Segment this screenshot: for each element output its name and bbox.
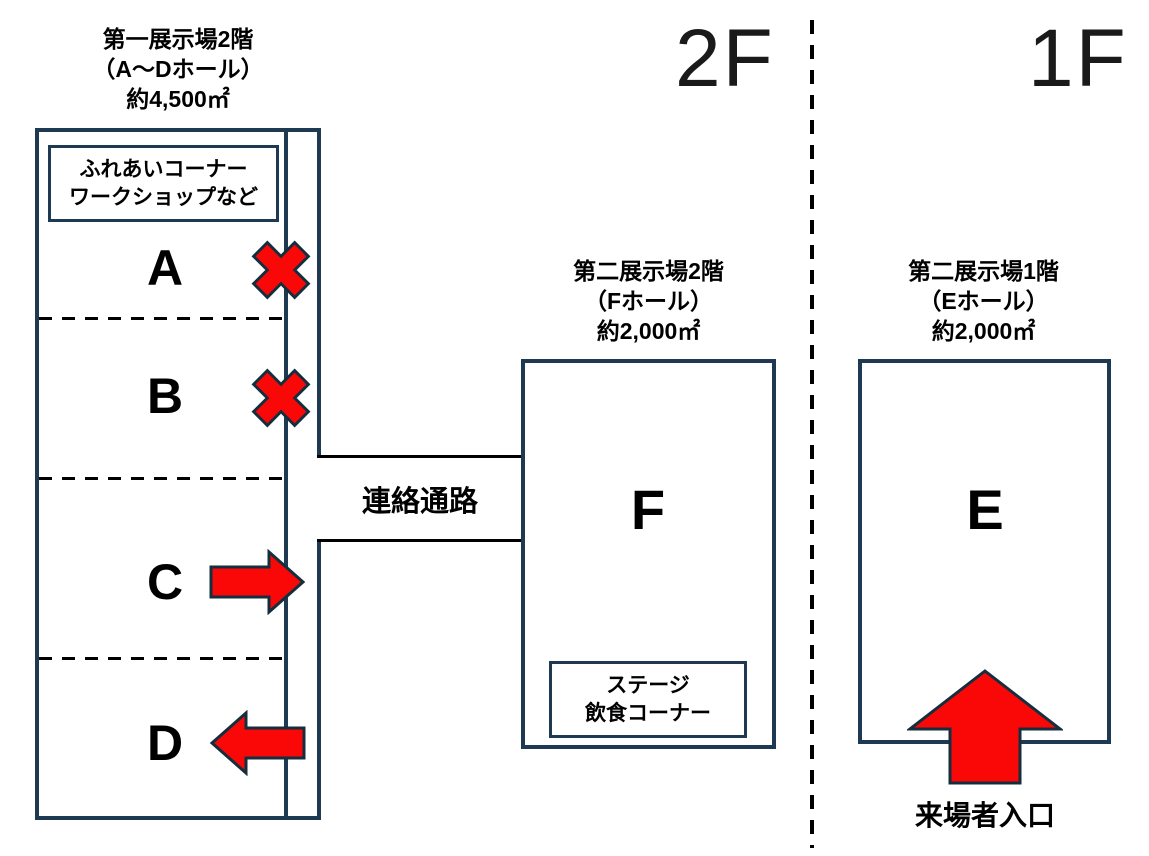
section-c-arrow-right-icon [209, 549, 306, 615]
hall-f-letter: F [630, 478, 666, 541]
hall-f-stage-box: ステージ 飲食コーナー [549, 661, 747, 738]
hall-f-title-line2: （Fホール） [583, 288, 714, 314]
section-d-arrow-left-icon [209, 710, 306, 776]
hall-e-letter: E [966, 478, 1004, 541]
visitor-entrance-arrow-up-icon [907, 669, 1063, 785]
connecting-passage: 連絡通路 [317, 455, 523, 542]
hall-ad-corner-box: ふれあいコーナー ワークショップなど [48, 145, 279, 222]
section-label-d: D [146, 715, 184, 771]
hall-ad-title: 第一展示場2階 （A～Dホール） 約4,500㎡ [35, 24, 321, 114]
hall-ad-title-line3: 約4,500㎡ [126, 86, 230, 112]
hall-f-title-line1: 第二展示場2階 [573, 258, 724, 284]
stage-box-line2: 飲食コーナー [585, 701, 711, 725]
hall-ad-corridor-wall [284, 130, 288, 818]
divider-b-c-dashed-line [39, 477, 284, 480]
stage-box-line1: ステージ [606, 673, 690, 697]
hall-ad-title-line1: 第一展示場2階 [102, 26, 254, 52]
section-b-closed-x-icon [251, 368, 311, 428]
hall-e-title-line2: （Eホール） [918, 288, 1049, 314]
divider-a-b-dashed-line [39, 317, 284, 320]
hall-ad-outline [35, 128, 321, 820]
section-label-c: C [146, 554, 184, 610]
section-label-b: B [146, 368, 184, 424]
hall-f-title-line3: 約2,000㎡ [596, 318, 701, 344]
floor-divider-dashed-line [810, 20, 814, 848]
hall-e-title-line1: 第二展示場1階 [908, 258, 1059, 284]
floor-label-2f: 2F [675, 13, 775, 104]
section-a-closed-x-icon [251, 240, 311, 300]
section-label-a: A [146, 240, 184, 296]
connecting-passage-label: 連絡通路 [361, 485, 478, 518]
corner-box-line2: ワークショップなど [69, 185, 258, 209]
hall-ad-title-line2: （A～Dホール） [92, 56, 264, 82]
hall-f-title: 第二展示場2階 （Fホール） 約2,000㎡ [521, 256, 776, 346]
divider-c-d-dashed-line [39, 657, 284, 660]
visitor-entrance-label: 来場者入口 [914, 800, 1055, 831]
hall-e-title-line3: 約2,000㎡ [931, 318, 1036, 344]
floor-label-1f: 1F [1028, 13, 1128, 104]
hall-e-title: 第二展示場1階 （Eホール） 約2,000㎡ [856, 256, 1111, 346]
corner-box-line1: ふれあいコーナー [79, 157, 248, 181]
